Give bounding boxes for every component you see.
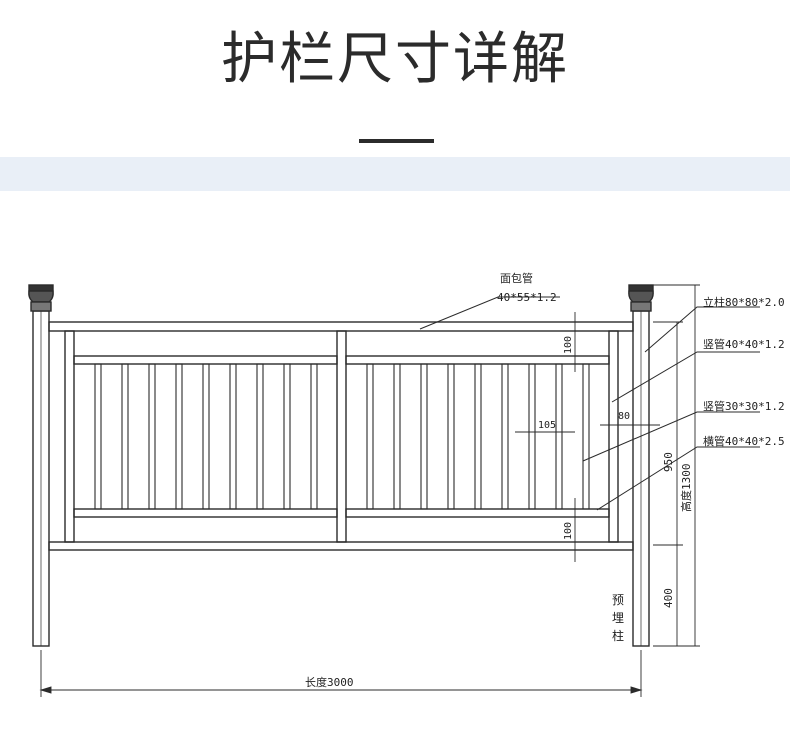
labels: 面包管 40*55*1.2 立柱80*80*2.0 竖管40*40*1.2 竖管… — [305, 271, 785, 689]
page-title: 护栏尺寸详解 — [221, 27, 569, 92]
label-horizontal: 横管40*40*2.5 — [703, 434, 785, 448]
label-vertical-big: 竖管40*40*1.2 — [703, 337, 785, 351]
dim-right-side — [653, 284, 700, 647]
dim-top-gap — [569, 312, 581, 372]
label-length: 长度3000 — [305, 675, 354, 689]
label-post-spec: 立柱80*80*2.0 — [703, 295, 785, 309]
pickets — [94, 363, 590, 510]
label-embedded-post-3: 柱 — [612, 628, 624, 643]
header-band — [0, 157, 790, 191]
dim-post-width-value: 80 — [618, 411, 630, 422]
title-underline — [359, 139, 434, 143]
label-handrail-name: 面包管 — [500, 271, 533, 285]
dim-embed-depth-value: 400 — [662, 588, 675, 608]
dim-bottom-gap-value: 100 — [563, 522, 574, 540]
label-embedded-post-2: 埋 — [612, 611, 624, 625]
dim-frame-height-value: 950 — [662, 452, 675, 472]
bottom-rail — [48, 541, 634, 551]
label-height-total: 高度1300 — [679, 464, 693, 513]
dim-top-gap-value: 100 — [563, 336, 574, 354]
leader-lines — [419, 296, 760, 511]
right-post — [628, 284, 654, 647]
left-post — [28, 284, 54, 647]
left-post-cap — [28, 284, 54, 312]
dim-spacing — [515, 426, 575, 438]
label-vertical-small: 竖管30*30*1.2 — [703, 399, 785, 413]
label-handrail-spec: 40*55*1.2 — [497, 291, 557, 304]
frame-verticals — [64, 330, 619, 543]
dim-spacing-value: 105 — [538, 420, 556, 431]
right-post-cap — [628, 284, 654, 312]
dim-length — [39, 650, 643, 697]
dim-bottom-gap — [569, 498, 581, 562]
top-handrail — [48, 321, 634, 332]
label-embedded-post-1: 预 — [612, 593, 624, 607]
